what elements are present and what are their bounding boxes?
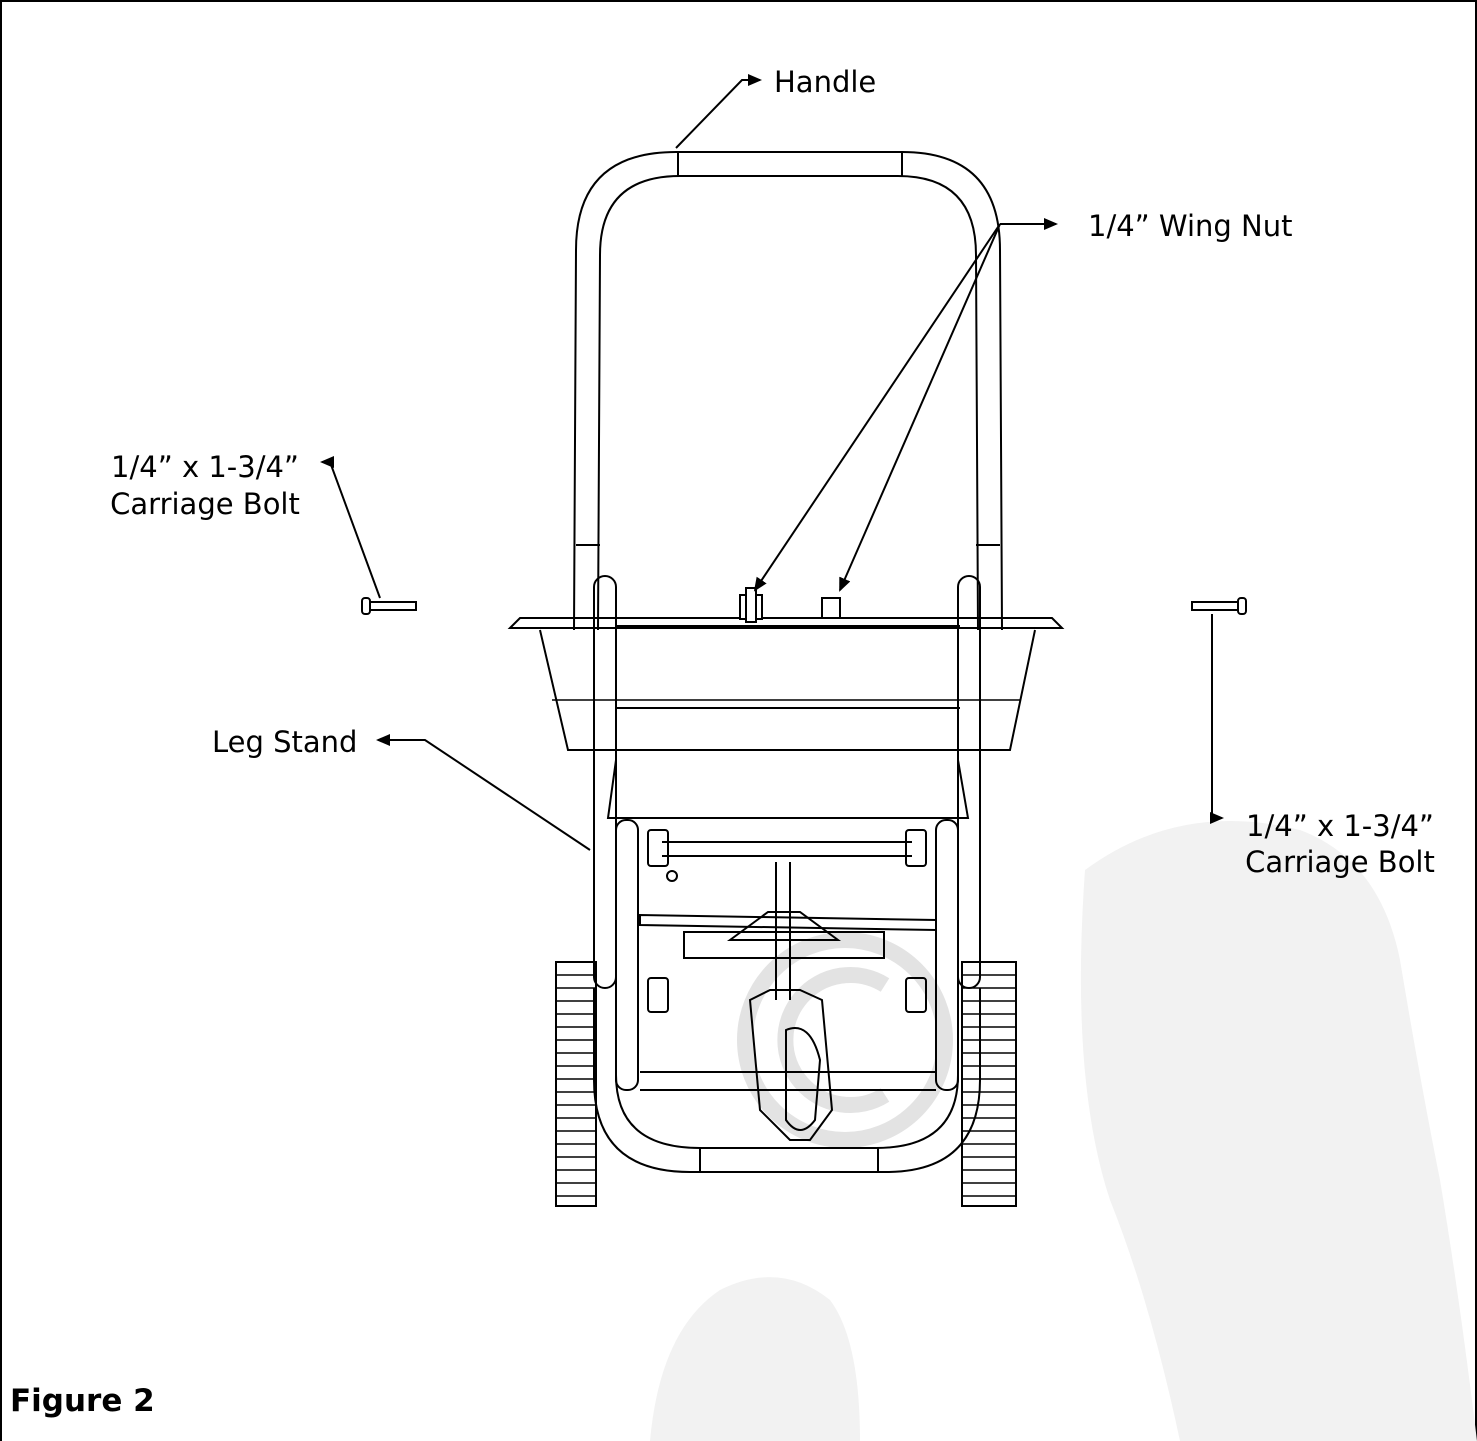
handle-part bbox=[573, 151, 1003, 631]
leader-lines bbox=[320, 74, 1224, 851]
leg-stand-label: Leg Stand bbox=[212, 725, 358, 759]
figure-caption: Figure 2 bbox=[10, 1383, 155, 1419]
hopper-part bbox=[507, 617, 1065, 819]
handle-label: Handle bbox=[774, 65, 877, 99]
wing-nut-parts bbox=[739, 587, 841, 623]
right-bolt-label-line2: Carriage Bolt bbox=[1245, 845, 1435, 879]
left-bolt-label-line1: 1/4” x 1-3/4” bbox=[111, 450, 299, 484]
wheels-part bbox=[555, 961, 1017, 1207]
frame-part bbox=[615, 819, 959, 1141]
carriage-bolt-left bbox=[361, 597, 417, 615]
wing-nut-label: 1/4” Wing Nut bbox=[1088, 209, 1293, 243]
carriage-bolt-right bbox=[1191, 597, 1247, 615]
left-bolt-label-line2: Carriage Bolt bbox=[110, 487, 300, 521]
right-bolt-label-line1: 1/4” x 1-3/4” bbox=[1246, 809, 1434, 843]
watermark bbox=[650, 821, 1477, 1441]
